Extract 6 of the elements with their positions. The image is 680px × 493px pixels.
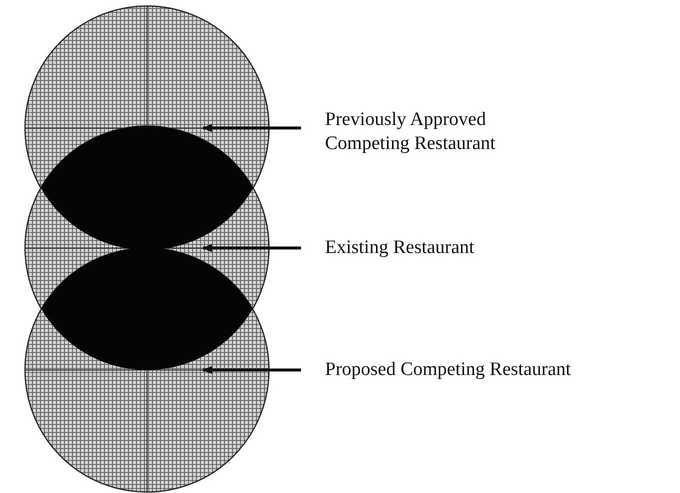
leader-arrow: [202, 244, 301, 252]
leader-arrow: [202, 124, 301, 132]
restaurant-label: Proposed Competing Restaurant: [325, 358, 571, 382]
leader-arrow: [202, 366, 301, 374]
restaurant-label: Previously Approved Competing Restaurant: [325, 108, 575, 156]
restaurant-label: Existing Restaurant: [325, 236, 474, 260]
